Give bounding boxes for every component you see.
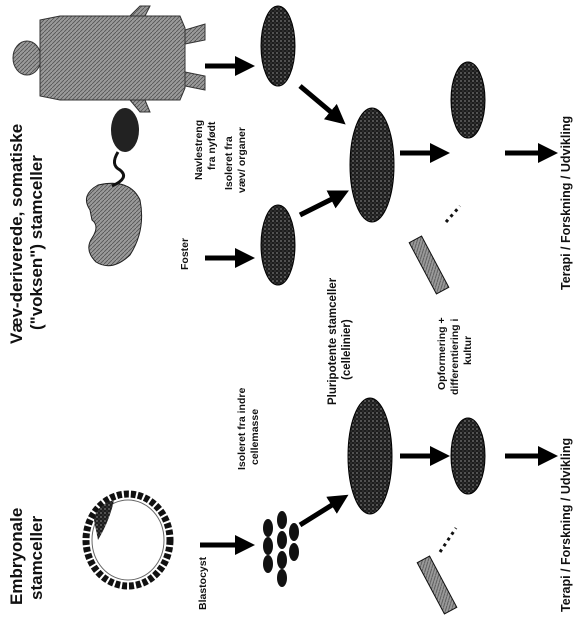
isolated-label-line2: cellemasse — [249, 409, 261, 465]
adult-human-icon — [13, 6, 205, 112]
cell-dish-icon — [348, 398, 392, 514]
pluripotent-label-line1: Pluripotente stamceller — [327, 277, 339, 405]
inner-cell-mass-icon — [263, 511, 299, 587]
umbilical-label-line2: fra nyfødt — [206, 121, 218, 170]
adult-outcome: Terapi / Forskning / Udvikling — [559, 116, 573, 290]
blastocyst-label: Blastocyst — [197, 556, 209, 610]
tissue-label-line2: væv/ organer — [236, 127, 248, 193]
embryonic-title-line1: Embryonale — [7, 508, 26, 605]
pipette-icon — [417, 528, 457, 614]
culture-label-line3: kultur — [462, 336, 474, 365]
arrow-icon — [300, 86, 338, 118]
cell-dish-icon — [350, 108, 394, 222]
adult-title-line2: ("voksen") stamceller — [27, 155, 46, 330]
cell-dish-icon — [261, 205, 295, 285]
arrow-icon — [300, 500, 340, 525]
umbilical-cord-icon — [111, 108, 139, 186]
fetus-label: Foster — [179, 238, 191, 270]
arrow-icon — [300, 195, 340, 215]
isolated-label-line1: Isoleret fra indre — [236, 388, 248, 470]
tissue-label-line1: Isoleret fra — [223, 136, 235, 190]
fetus-icon — [86, 183, 141, 265]
culture-label-line2: differentiering i — [449, 318, 461, 395]
cell-dish-icon — [261, 6, 295, 86]
embryonic-outcome: Terapi / Forskning / Udvikling — [559, 438, 573, 612]
umbilical-label-line1: Navlestreng — [193, 120, 205, 180]
cell-dish-icon — [451, 418, 485, 494]
culture-label-line1: Opformering + — [436, 317, 448, 390]
embryonic-title-line2: stamceller — [27, 516, 46, 600]
pluripotent-label-line2: (cellelinier) — [341, 319, 353, 380]
cell-dish-icon — [451, 62, 485, 138]
pipette-icon — [409, 206, 460, 294]
blastocyst-icon — [86, 494, 170, 586]
adult-title-line1: Væv-deriverede, somatiske — [7, 124, 26, 344]
